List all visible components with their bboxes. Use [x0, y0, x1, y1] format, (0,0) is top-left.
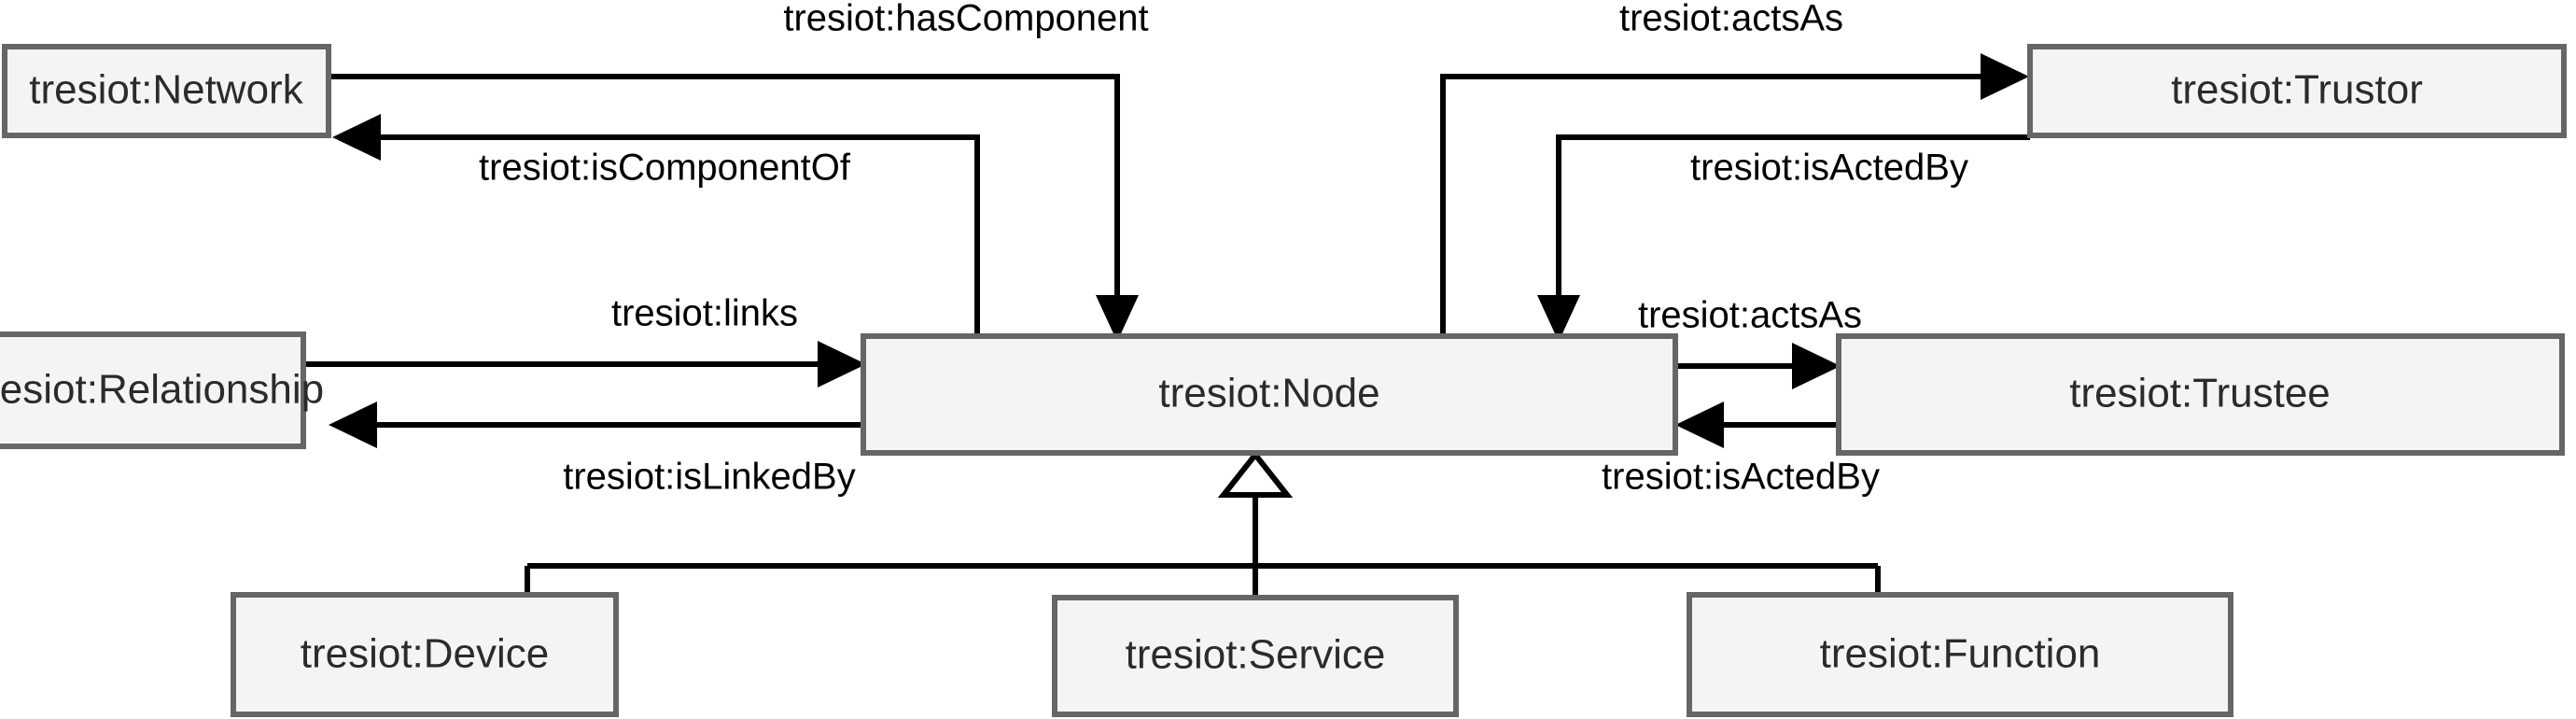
- class-box-function-label: tresiot:Function: [1820, 631, 2101, 677]
- edge-acts-as-trustee-arrowhead: [1792, 343, 1841, 389]
- class-box-trustor[interactable]: tresiot:Trustor: [2027, 44, 2567, 138]
- edge-label-has-component: tresiot:hasComponent: [783, 0, 1148, 39]
- class-box-node-label: tresiot:Node: [1158, 371, 1379, 416]
- edge-is-component-of-path: [357, 134, 980, 336]
- class-box-service-label: tresiot:Service: [1126, 632, 1386, 678]
- edge-links: [303, 341, 866, 388]
- edge-label-is-component-of: tresiot:isComponentOf: [479, 148, 851, 189]
- edge-has-component-path: [329, 74, 1120, 322]
- class-box-trustee[interactable]: tresiot:Trustee: [1836, 333, 2565, 456]
- class-box-trustee-label: tresiot:Trustee: [2069, 371, 2331, 416]
- edge-label-acts-as-trustor: tresiot:actsAs: [1619, 0, 1843, 39]
- edge-is-component-of-arrowhead: [332, 114, 381, 161]
- class-box-service-rect[interactable]: [1052, 595, 1459, 717]
- edge-is-acted-by-trustor-arrowhead: [1537, 295, 1580, 342]
- class-box-trustor-label: tresiot:Trustor: [2171, 67, 2423, 113]
- edge-acts-as-trustor-path: [1440, 74, 2003, 336]
- class-box-trustor-rect[interactable]: [2027, 44, 2567, 138]
- class-box-network-label: tresiot:Network: [29, 67, 303, 113]
- class-box-function[interactable]: tresiot:Function: [1687, 592, 2233, 717]
- class-box-node-rect[interactable]: [861, 333, 1678, 456]
- class-box-relationship-label: tresiot:Relationship: [0, 367, 324, 413]
- class-box-device[interactable]: tresiot:Device: [231, 592, 619, 717]
- class-box-device-label: tresiot:Device: [301, 631, 550, 677]
- edge-has-component-arrowhead: [1096, 295, 1139, 342]
- class-box-device-rect[interactable]: [231, 592, 619, 717]
- edge-has-component: [329, 74, 1139, 342]
- edge-label-is-acted-by-trustee: tresiot:isActedBy: [1602, 457, 1880, 498]
- edge-acts-as-trustee: [1675, 343, 1841, 389]
- edge-label-acts-as-trustee: tresiot:actsAs: [1638, 295, 1862, 336]
- edge-label-links: tresiot:links: [611, 293, 798, 334]
- edge-is-acted-by-trustee: [1675, 402, 1839, 448]
- class-box-network[interactable]: tresiot:Network: [2, 44, 331, 138]
- edge-is-component-of: [332, 114, 980, 336]
- class-box-service[interactable]: tresiot:Service: [1052, 595, 1459, 717]
- class-box-function-rect[interactable]: [1687, 592, 2233, 717]
- class-box-relationship[interactable]: tresiot:Relationship: [0, 331, 324, 449]
- edge-is-acted-by-trustee-arrowhead: [1675, 402, 1724, 448]
- edge-label-is-acted-by-trustor: tresiot:isActedBy: [1690, 148, 1968, 189]
- class-box-network-rect[interactable]: [2, 44, 331, 138]
- class-box-node[interactable]: tresiot:Node: [861, 333, 1678, 456]
- class-box-trustee-rect[interactable]: [1836, 333, 2565, 456]
- edge-is-acted-by-trustor: [1537, 134, 2030, 342]
- edge-is-linked-by: [329, 402, 863, 448]
- edge-acts-as-trustor: [1440, 53, 2029, 336]
- edge-label-is-linked-by: tresiot:isLinkedBy: [563, 457, 855, 498]
- edge-is-linked-by-arrowhead: [329, 402, 377, 448]
- edge-is-acted-by-trustor-path: [1556, 134, 2030, 322]
- generalization-hollow-triangle-icon: [1217, 450, 1294, 498]
- edge-acts-as-trustor-arrowhead: [1981, 53, 2029, 100]
- class-box-relationship-rect[interactable]: [0, 331, 306, 449]
- edge-links-arrowhead: [818, 341, 866, 388]
